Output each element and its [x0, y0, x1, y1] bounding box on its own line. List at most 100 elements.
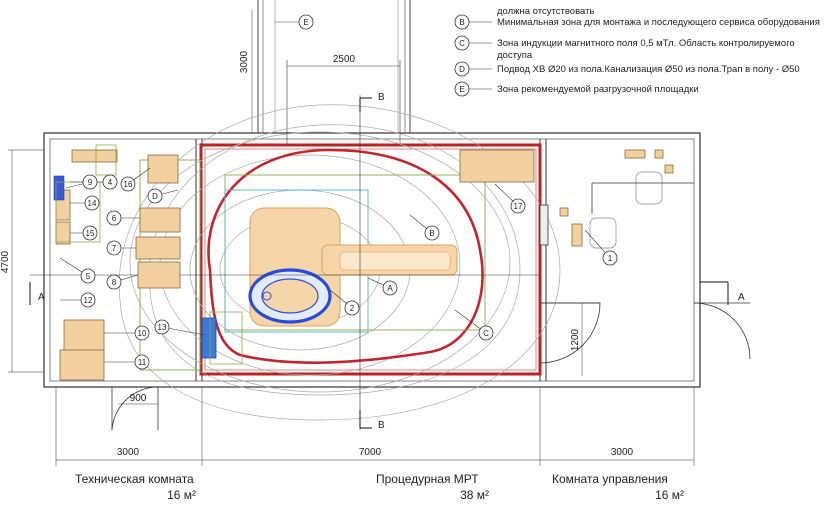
callout-m13: 13 [154, 319, 206, 336]
callout-m14: 14 [70, 195, 100, 211]
callout-label-mB: B [429, 229, 434, 238]
rf-shield [199, 143, 542, 376]
callout-mC: C [454, 309, 494, 341]
legend-top-text: должна отсутствовать [497, 6, 594, 17]
room-procedure-area: 38 м² [460, 488, 489, 502]
dim-3000-left: 3000 [117, 447, 140, 458]
callout-m16: 16 [120, 167, 151, 192]
room-procedure-name: Процедурная МРТ [376, 472, 479, 486]
callout-label-m15: 15 [86, 229, 95, 238]
legend-c-key: C [459, 39, 465, 48]
callout-circle-m5 [80, 268, 96, 284]
callout-circle-m1 [602, 250, 618, 266]
callout-label-m2: 2 [350, 304, 355, 313]
callout-label-mA: A [387, 284, 393, 293]
tech-door [111, 386, 159, 431]
legend-c-text-2: доступа [497, 50, 533, 61]
dim-3000-right: 3000 [611, 447, 634, 458]
callout-m15: 15 [70, 225, 98, 241]
room-technical-name: Техническая комната [75, 472, 194, 486]
callout-m11: 11 [104, 354, 150, 370]
legend-c-text: Зона индукции магнитного поля 0,5 мТл. О… [497, 38, 795, 49]
section-a-right: A [738, 292, 745, 303]
callout-m4: 4 [70, 174, 118, 190]
callout-m1: 1 [584, 229, 618, 266]
marker-e-top [298, 14, 314, 30]
legend: должна отсутствовать B Минимальная зона … [454, 6, 820, 97]
technical-equipment [55, 149, 217, 381]
callout-label-m12: 12 [84, 296, 93, 305]
callout-label-m1: 1 [608, 254, 613, 263]
callout-m12: 12 [60, 292, 96, 308]
callout-circle-m9 [82, 174, 98, 190]
callout-m2: 2 [329, 289, 360, 316]
callout-label-m11: 11 [138, 358, 147, 367]
callout-circle-m6 [106, 210, 122, 226]
control-door [539, 302, 751, 364]
dim-900: 900 [130, 393, 147, 404]
legend-e-text: Зона рекомендуемой разгрузочной площадки [497, 84, 699, 95]
callout-m5: 5 [59, 257, 96, 284]
section-a-markers [29, 281, 729, 305]
callout-label-m16: 16 [124, 180, 133, 189]
callout-label-m8: 8 [112, 278, 117, 287]
mri-magnet [248, 207, 458, 327]
callout-circle-m4 [102, 174, 118, 190]
dim-3000-vertical: 3000 [239, 50, 250, 73]
callout-label-m5: 5 [86, 272, 91, 281]
helium-panel [53, 175, 65, 201]
callout-mD: D [147, 188, 179, 204]
callout-circle-mC [478, 325, 494, 341]
dim-1200: 1200 [570, 328, 581, 351]
callout-circle-m7 [106, 240, 122, 256]
marker-e-top-label: E [303, 18, 308, 27]
callout-label-m9: 9 [88, 178, 93, 187]
callout-circle-m17 [510, 198, 526, 214]
callout-label-m6: 6 [112, 214, 117, 223]
dim-4700-line [8, 149, 44, 373]
rf-shield-inner [204, 148, 537, 371]
callout-label-m7: 7 [112, 244, 117, 253]
room-control-area: 16 м² [655, 488, 684, 502]
callout-m6: 6 [106, 210, 140, 226]
callout-m10: 10 [104, 325, 150, 341]
room-technical-area: 16 м² [167, 488, 196, 502]
dim-4700: 4700 [0, 250, 11, 273]
callout-circle-m12 [80, 292, 96, 308]
callout-label-m4: 4 [108, 178, 113, 187]
dim-bottom-chain [55, 387, 695, 466]
control-chairs [589, 171, 663, 249]
control-equipment [459, 149, 674, 247]
callout-label-m14: 14 [88, 199, 97, 208]
callout-circle-m10 [134, 325, 150, 341]
callout-mA: A [367, 277, 398, 296]
room-control-name: Комната управления [552, 472, 668, 486]
legend-b-key: B [459, 18, 464, 27]
callout-label-m10: 10 [138, 329, 147, 338]
callout-m9: 9 [65, 174, 98, 190]
callout-label-m13: 13 [158, 323, 167, 332]
dim-2500-line [286, 60, 401, 145]
callout-circle-m13 [154, 319, 170, 335]
callout-circle-m2 [344, 300, 360, 316]
legend-d-key: D [459, 65, 465, 74]
control-room-walls [539, 182, 694, 246]
unloading-corridor [257, 0, 411, 133]
callout-circle-m15 [82, 225, 98, 241]
callout-label-mD: D [152, 192, 158, 201]
callout-circle-mA [382, 280, 398, 296]
dim-7000: 7000 [359, 447, 382, 458]
dim-2500: 2500 [333, 54, 356, 65]
callout-mB: B [409, 214, 440, 241]
callout-m8: 8 [106, 274, 139, 290]
callout-m7: 7 [106, 240, 136, 256]
callout-circle-m14 [84, 195, 100, 211]
callout-circle-m11 [134, 354, 150, 370]
callout-circle-m16 [120, 176, 136, 192]
callout-circle-mD [147, 188, 163, 204]
callout-label-mC: C [483, 329, 489, 338]
section-b-bottom: B [378, 420, 385, 431]
legend-b-text: Минимальная зона для монтажа и последующ… [497, 17, 820, 28]
